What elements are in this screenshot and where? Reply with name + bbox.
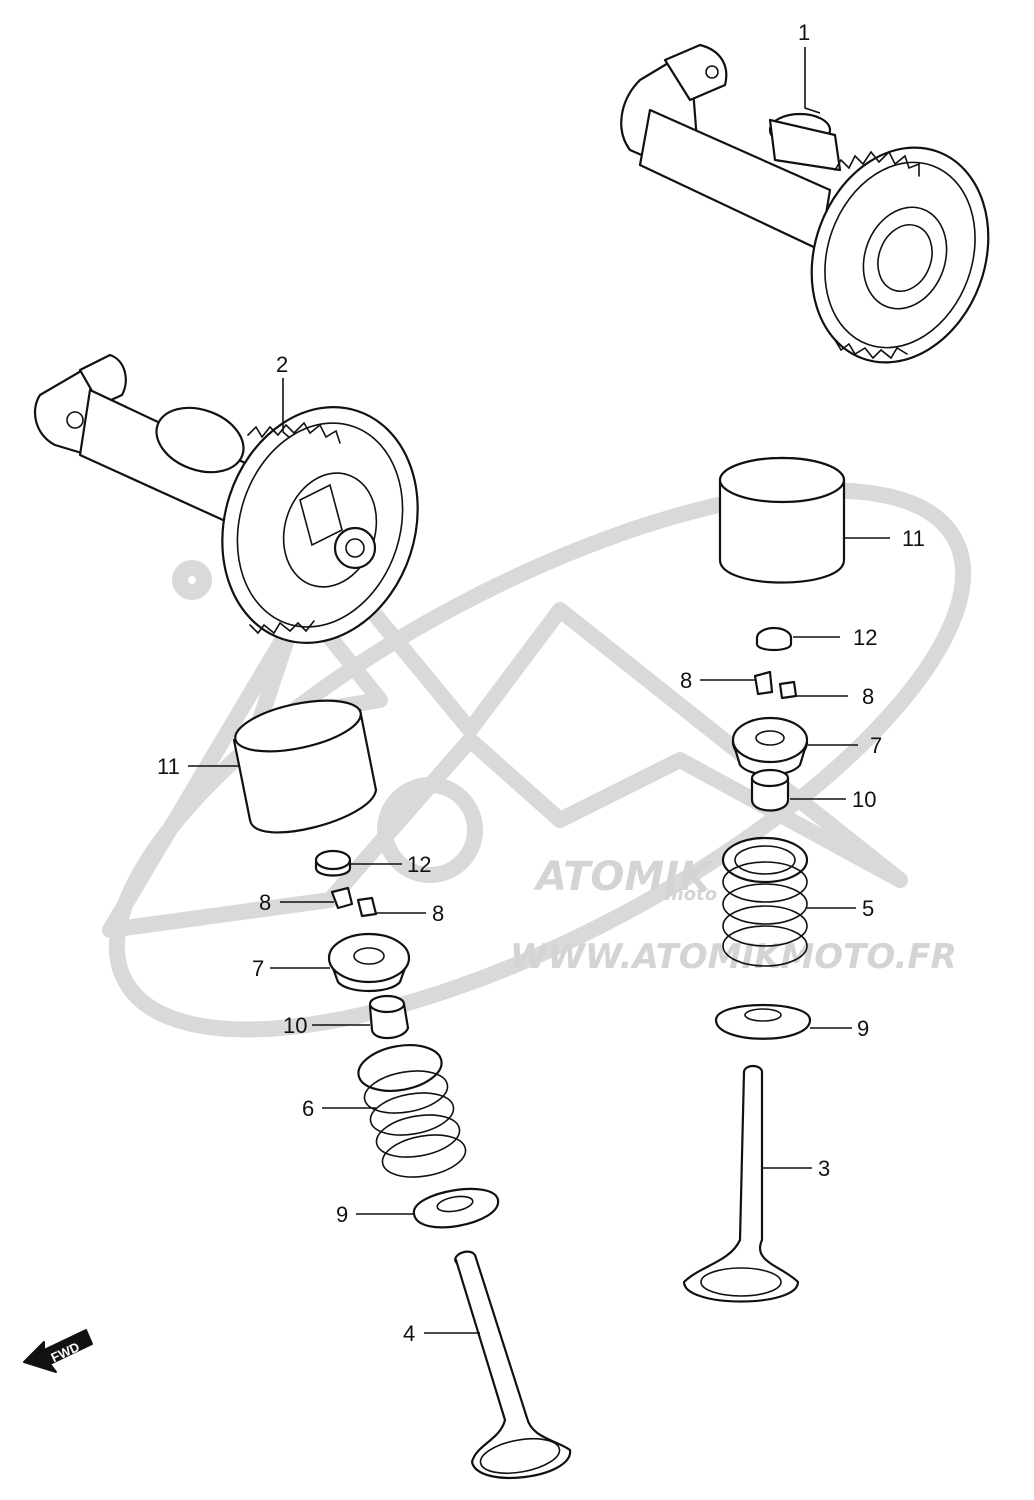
fwd-label: FWD [49, 1339, 82, 1365]
callout-12-left: 12 [407, 852, 431, 877]
callout-3: 3 [818, 1156, 830, 1181]
retainer-7-left [327, 932, 411, 992]
camshaft-2 [33, 353, 419, 644]
callout-7-left: 7 [252, 956, 264, 981]
callout-2: 2 [276, 352, 288, 377]
callout-8-right-a: 8 [680, 668, 692, 693]
callout-12-right: 12 [853, 625, 877, 650]
fwd-arrow-icon: FWD [23, 1329, 93, 1373]
callout-8-left-b: 8 [432, 901, 444, 926]
shim-12-left [314, 849, 352, 877]
watermark-url: WWW.ATOMIKMOTO.FR [510, 937, 957, 977]
seal-10-left [368, 994, 410, 1040]
seat-9-right [714, 1003, 812, 1040]
callout-9-right: 9 [857, 1016, 869, 1041]
spring-5 [721, 836, 809, 967]
tappet-11-right [718, 456, 846, 584]
callout-6: 6 [302, 1096, 314, 1121]
callout-10-left: 10 [283, 1013, 307, 1038]
seal-10-right [750, 768, 790, 812]
valve-4 [454, 1250, 572, 1480]
callout-9-left: 9 [336, 1202, 348, 1227]
shim-12-right [755, 626, 793, 652]
tappet-11-left [232, 699, 378, 834]
valve-3 [682, 1064, 800, 1303]
callout-7-right: 7 [870, 733, 882, 758]
seat-9-left [412, 1187, 500, 1229]
callout-1: 1 [798, 20, 810, 45]
retainer-7-right [731, 716, 809, 776]
camshaft-1 [620, 43, 990, 364]
watermark-sub: moto [665, 884, 717, 905]
callout-8-right-b: 8 [862, 684, 874, 709]
callout-4: 4 [403, 1321, 415, 1346]
spring-6 [357, 1044, 467, 1178]
callout-11-right: 11 [902, 526, 925, 551]
callout-10-right: 10 [852, 787, 876, 812]
watermark-brand: ATOMIK [533, 854, 713, 900]
callout-8-left-a: 8 [259, 890, 271, 915]
callout-11-left: 11 [157, 754, 180, 779]
cotters-8-left [330, 886, 378, 918]
cotters-8-right [753, 670, 798, 700]
callout-5: 5 [862, 896, 874, 921]
leader-lines [188, 47, 890, 1334]
watermark-logo [102, 482, 972, 1038]
